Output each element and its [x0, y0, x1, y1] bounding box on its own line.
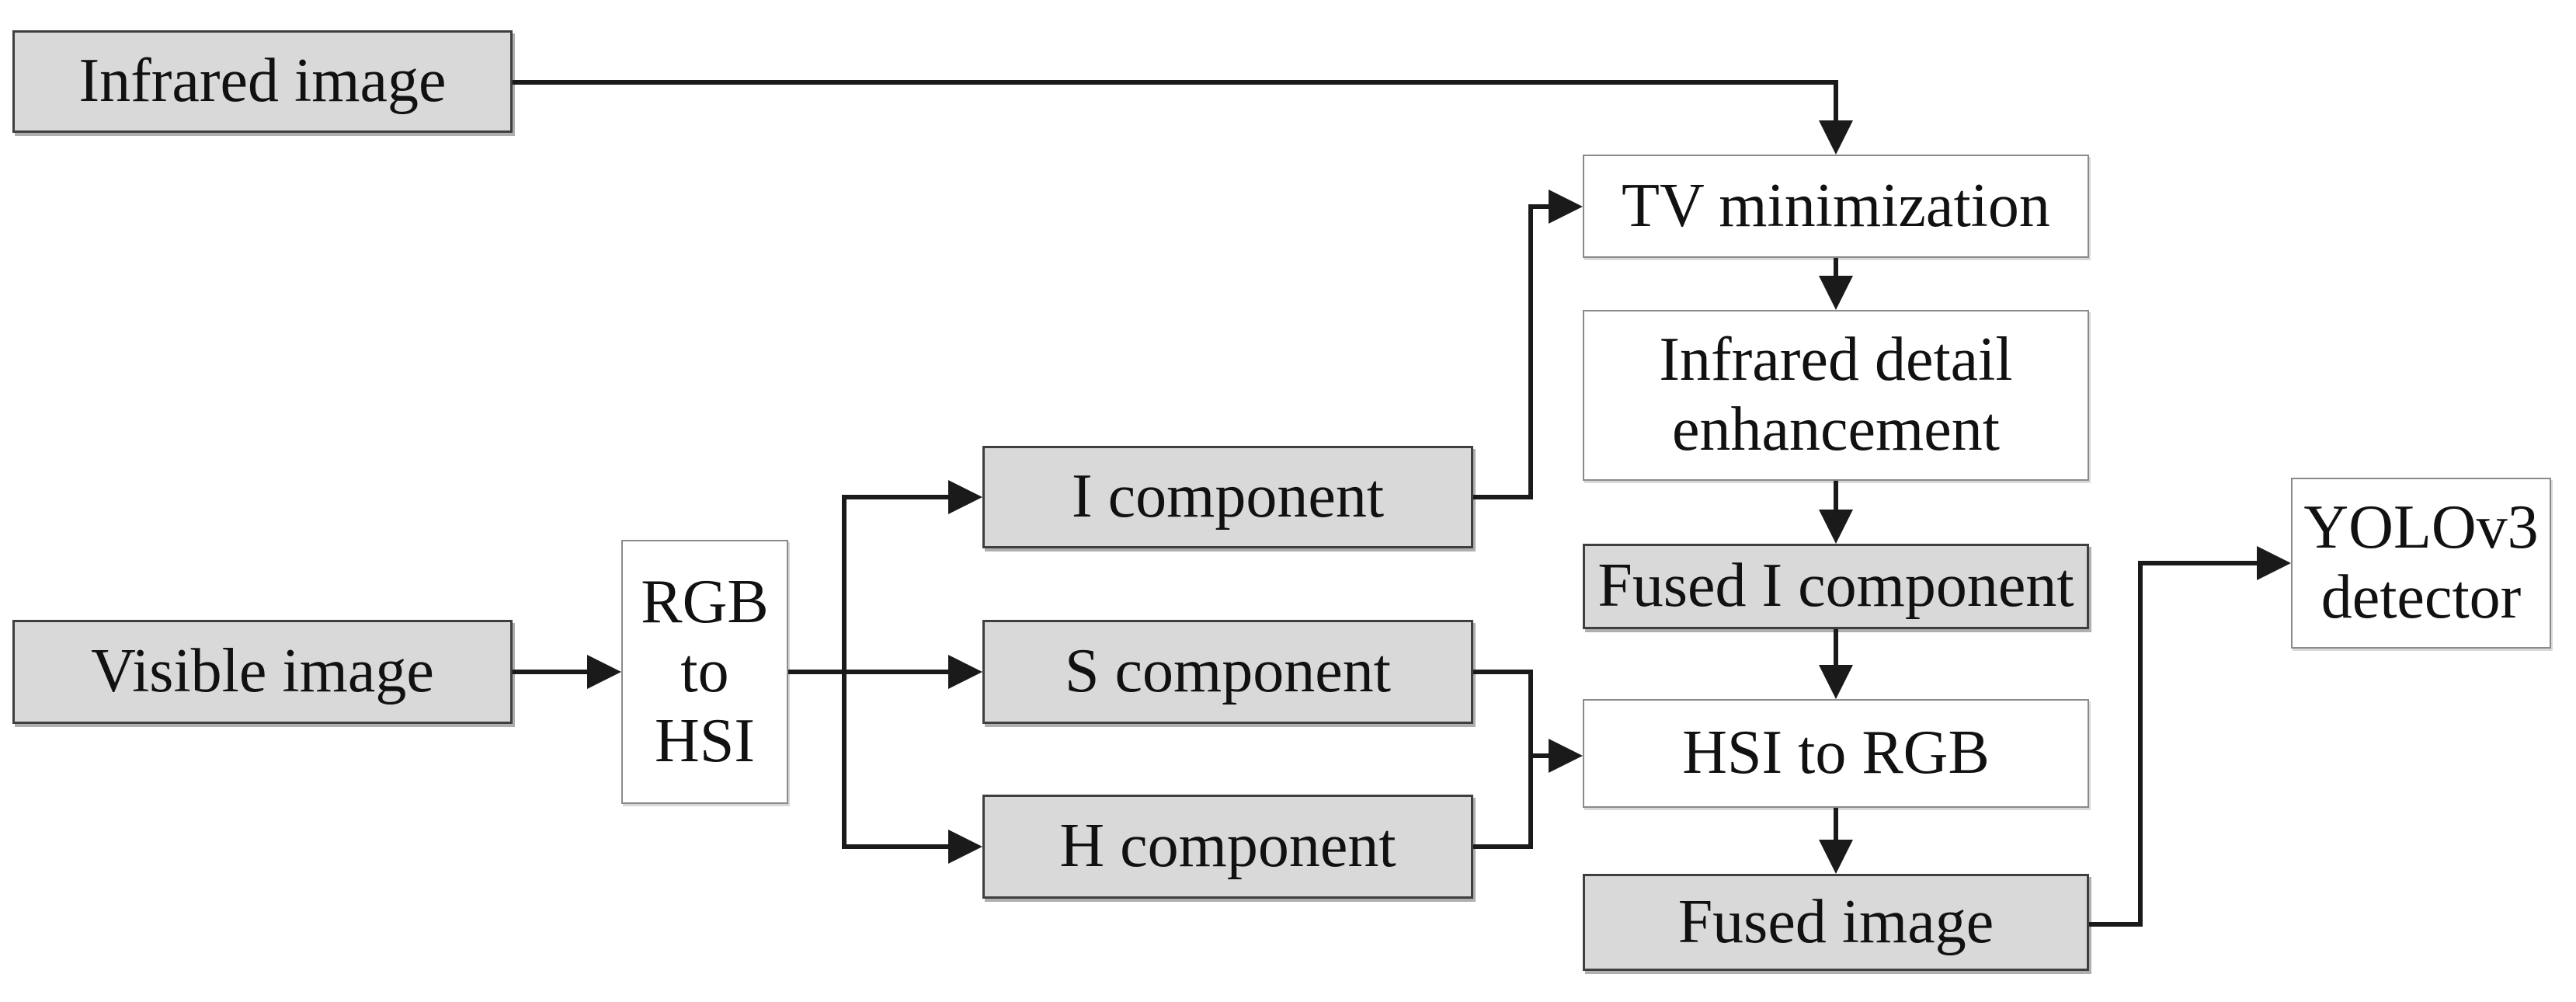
connector-branch-to-i [842, 495, 948, 499]
node-yolov3-detector: YOLOv3 detector [2291, 478, 2551, 649]
connector-detail-to-fusedi [1834, 481, 1838, 513]
node-s-component: S component [982, 620, 1473, 724]
arrowhead-into-tv-left [1549, 190, 1583, 224]
connector-sh-merge-vertical [1528, 670, 1533, 849]
connector-tv-to-detail [1834, 258, 1838, 280]
arrowhead-into-hsi-left [1549, 739, 1583, 773]
connector-fusedi-to-hsi [1834, 629, 1838, 668]
node-fused-image: Fused image [1583, 874, 2089, 971]
connector-visible-to-rgb [513, 670, 590, 674]
connector-i-into-tv [1528, 204, 1552, 209]
connector-hsi-to-fusedimage [1834, 808, 1838, 843]
connector-fusedimage-out [2089, 922, 2143, 927]
arrowhead-into-h [948, 830, 982, 864]
arrowhead-into-hsi-top [1819, 665, 1853, 699]
connector-branch-to-h [842, 844, 948, 849]
node-visible-image: Visible image [12, 620, 513, 724]
arrowhead-into-fusedimage [1819, 840, 1853, 874]
node-fused-i-component: Fused I component [1583, 544, 2089, 629]
connector-into-yolo [2138, 561, 2260, 565]
connector-infrared-to-tv [513, 80, 1838, 85]
arrowhead-into-yolo [2257, 546, 2291, 580]
node-infrared-detail-enhancement: Infrared detail enhancement [1583, 310, 2089, 481]
node-hsi-to-rgb: HSI to RGB [1583, 699, 2089, 808]
node-i-component: I component [982, 446, 1473, 548]
connector-rgb-to-s [788, 670, 948, 674]
arrowhead-into-s [948, 655, 982, 689]
connector-s-out [1473, 670, 1533, 674]
connector-i-up [1528, 204, 1533, 499]
arrowhead-into-i [948, 480, 982, 514]
connector-branch-vertical [842, 495, 846, 849]
node-tv-minimization: TV minimization [1583, 155, 2089, 258]
connector-h-out [1473, 844, 1533, 849]
node-infrared-image: Infrared image [12, 30, 513, 133]
arrowhead-into-fusedi [1819, 510, 1853, 544]
arrowhead-into-rgb [587, 655, 621, 689]
connector-into-hsi [1528, 753, 1552, 758]
arrowhead-into-tv-top [1819, 120, 1853, 155]
node-h-component: H component [982, 795, 1473, 899]
connector-i-out [1473, 495, 1533, 499]
arrowhead-into-detail [1819, 276, 1853, 310]
connector-infrared-to-tv-drop [1834, 80, 1838, 123]
connector-fusedimage-up [2138, 561, 2143, 927]
node-rgb-to-hsi: RGB to HSI [621, 540, 788, 804]
